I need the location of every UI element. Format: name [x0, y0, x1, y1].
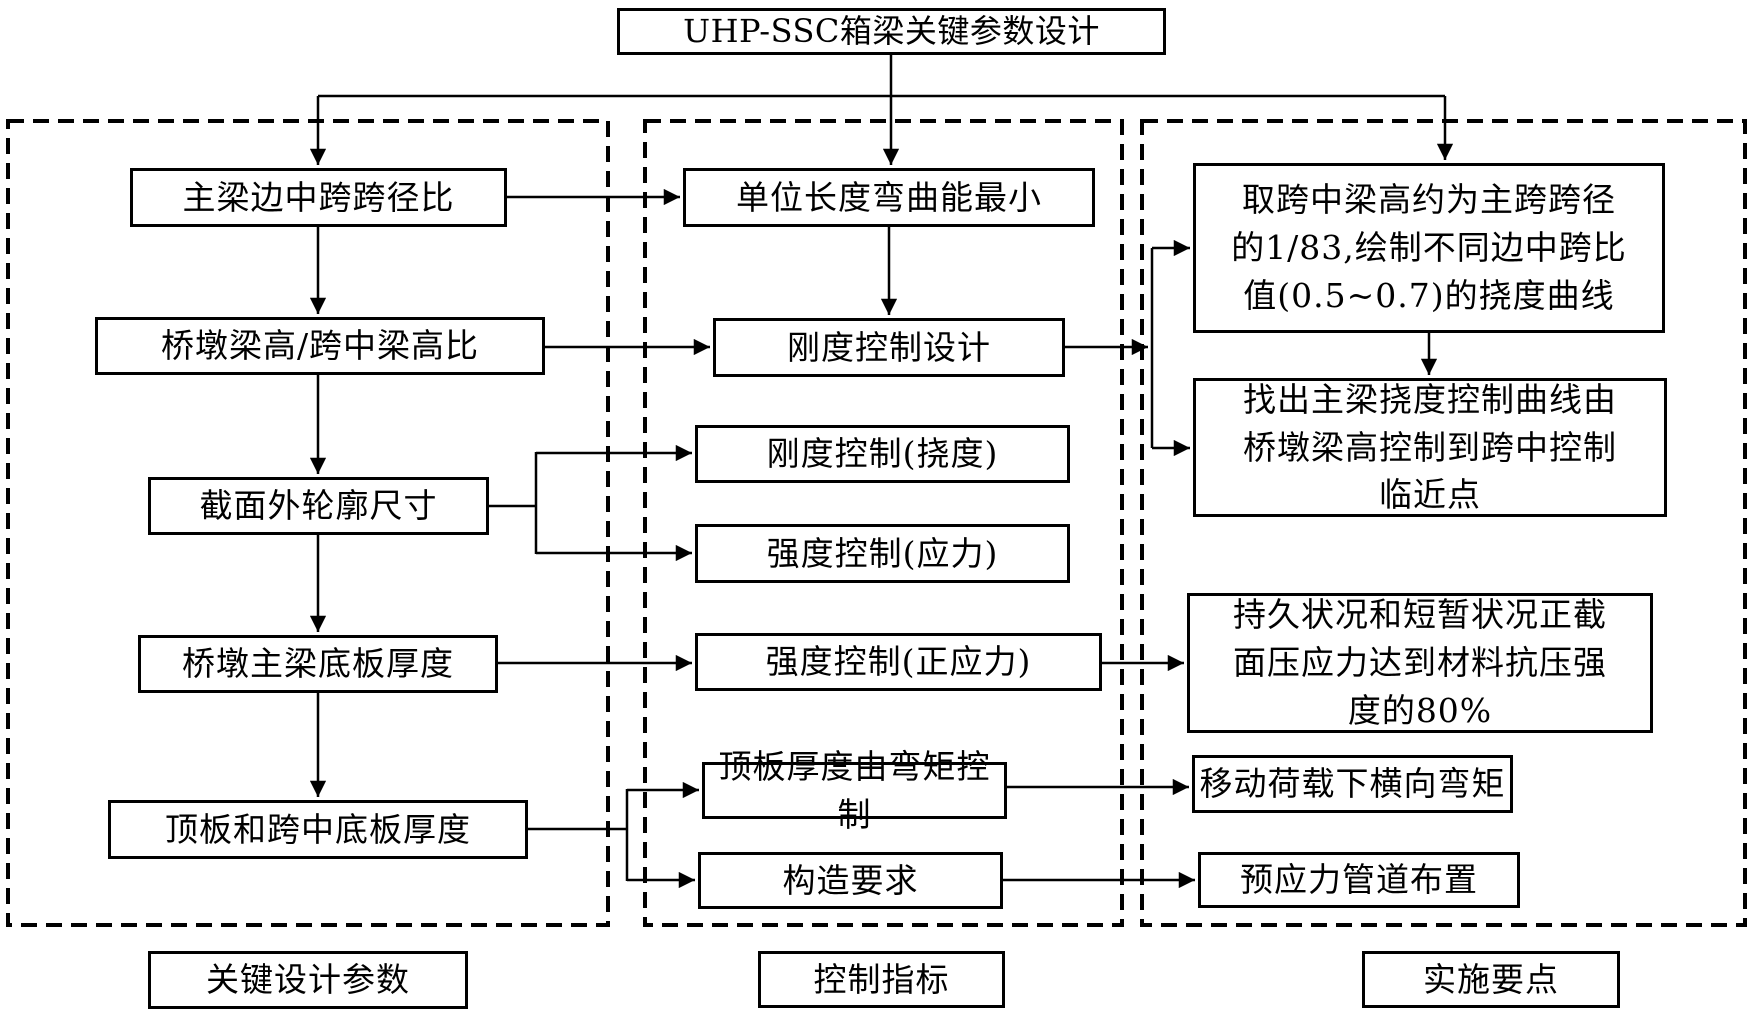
column-frames	[6, 119, 1747, 927]
node-pier-to-midspan-girder-height-ratio: 桥墩梁高/跨中梁高比	[95, 317, 545, 375]
node-side-to-main-span-ratio: 主梁边中跨跨径比	[130, 168, 507, 227]
column-frame-control-indicators	[643, 119, 1124, 927]
node-top-plate-thickness-moment-control: 顶板厚度由弯矩控制	[702, 747, 1007, 834]
node-unit-length-bending-energy-minimum: 单位长度弯曲能最小	[683, 168, 1095, 227]
column-frame-implementation-points	[1140, 119, 1747, 927]
node-section-outline-dimensions: 截面外轮廓尺寸	[148, 477, 489, 535]
node-top-and-midspan-bottom-plate-thickness: 顶板和跨中底板厚度	[108, 800, 528, 859]
label-implementation-points: 实施要点	[1362, 951, 1620, 1008]
node-stiffness-control-deflection: 刚度控制(挠度)	[695, 425, 1070, 483]
column-frame-key-design-parameters	[6, 119, 610, 927]
node-prestressing-duct-layout: 预应力管道布置	[1198, 852, 1520, 908]
node-strength-control-stress: 强度控制(应力)	[695, 524, 1070, 583]
label-key-design-parameters: 关键设计参数	[148, 951, 468, 1009]
node-stiffness-control-design: 刚度控制设计	[713, 318, 1065, 377]
label-control-indicators: 控制指标	[758, 951, 1005, 1008]
node-uhp-ssc-box-girder-key-parameter-design: UHP-SSC箱梁关键参数设计	[617, 8, 1166, 55]
node-strength-control-normal-stress: 强度控制(正应力)	[695, 633, 1102, 691]
node-transverse-moment-under-moving-load: 移动荷载下横向弯矩	[1192, 755, 1513, 813]
node-midspan-girder-height-deflection-curves: 取跨中梁高约为主跨跨径 的1/83,绘制不同边中跨比 值(0.5~0.7)的挠度…	[1193, 163, 1665, 333]
node-pier-girder-bottom-plate-thickness: 桥墩主梁底板厚度	[138, 635, 498, 693]
node-construction-requirements: 构造要求	[698, 852, 1003, 909]
node-deflection-control-transition-point: 找出主梁挠度控制曲线由 桥墩梁高控制到跨中控制 临近点	[1193, 378, 1667, 517]
node-compressive-stress-80-percent: 持久状况和短暂状况正截 面压应力达到材料抗压强 度的80%	[1187, 593, 1653, 733]
